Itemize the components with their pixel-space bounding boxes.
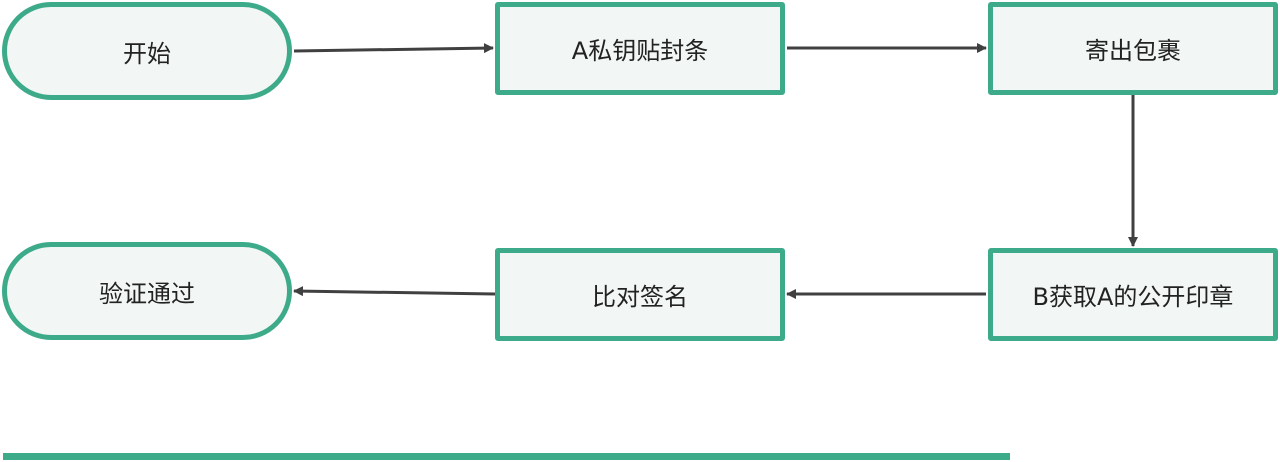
compare-signature-node: 比对签名 — [495, 248, 785, 341]
start-node: 开始 — [2, 2, 292, 100]
arrow-start-to-seal — [293, 43, 494, 54]
ship-package-node: 寄出包裹 — [988, 2, 1278, 95]
bottom-divider — [3, 453, 1010, 460]
start-node-label: 开始 — [123, 39, 171, 68]
ship-package-label: 寄出包裹 — [1085, 37, 1181, 65]
seal-with-private-key-label: A私钥贴封条 — [571, 37, 709, 65]
verification-passed-node: 验证通过 — [2, 242, 292, 340]
seal-with-private-key-node: A私钥贴封条 — [495, 2, 785, 95]
compare-signature-label: 比对签名 — [592, 283, 688, 311]
fetch-public-seal-node: B获取A的公开印章 — [988, 248, 1278, 341]
arrow-compare-to-verify — [293, 286, 496, 297]
fetch-public-seal-label: B获取A的公开印章 — [1032, 283, 1234, 311]
verification-passed-label: 验证通过 — [99, 279, 195, 308]
